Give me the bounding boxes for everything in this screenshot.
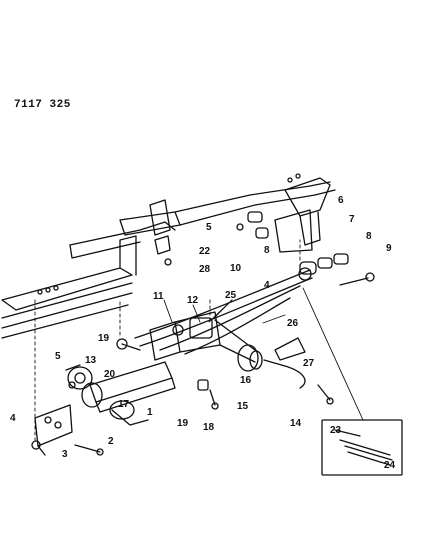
callout-9: 9 xyxy=(386,243,392,254)
callout-7: 7 xyxy=(349,214,355,225)
callout-19b: 19 xyxy=(177,418,189,429)
frame-rail-left xyxy=(1,221,176,339)
leader-lines xyxy=(34,239,301,441)
callout-22: 22 xyxy=(199,246,211,257)
callout-27: 27 xyxy=(303,358,315,369)
spring-hanger-bracket xyxy=(274,173,331,253)
callout-15: 15 xyxy=(237,401,249,412)
callout-2: 2 xyxy=(108,436,114,447)
spring-plate xyxy=(274,337,306,361)
callout-11: 11 xyxy=(153,291,164,302)
callout-5: 5 xyxy=(55,351,61,362)
mount-bracket xyxy=(34,404,73,456)
crossmember xyxy=(119,181,336,255)
callout-16: 16 xyxy=(240,375,252,386)
callout-4b: 4 xyxy=(264,280,270,291)
callout-19: 19 xyxy=(98,333,110,344)
callout-26: 26 xyxy=(287,318,299,329)
callout-23: 23 xyxy=(330,425,342,436)
axle-assembly xyxy=(149,311,306,389)
callout-18: 18 xyxy=(203,422,215,433)
callout-24: 24 xyxy=(384,460,396,471)
callout-13: 13 xyxy=(85,355,97,366)
fasteners xyxy=(31,258,334,456)
callout-28: 28 xyxy=(199,264,211,275)
callout-4: 4 xyxy=(10,413,16,424)
callout-12: 12 xyxy=(187,295,199,306)
callout-5b: 5 xyxy=(206,222,212,233)
callout-10: 10 xyxy=(230,263,242,274)
spring-eye-bushing xyxy=(65,364,93,390)
shackle-hardware xyxy=(236,211,375,286)
callout-8: 8 xyxy=(264,245,270,256)
callout-20: 20 xyxy=(104,369,116,380)
callout-1: 1 xyxy=(147,407,153,418)
callout-14: 14 xyxy=(290,418,302,429)
callout-17: 17 xyxy=(118,399,130,410)
callout-6: 6 xyxy=(338,195,344,206)
callout-8b: 8 xyxy=(366,231,372,242)
callout-3: 3 xyxy=(62,449,68,460)
figure-number: 7117 325 xyxy=(14,99,71,111)
callout-lines xyxy=(163,287,364,421)
inset-detail xyxy=(321,419,403,476)
leaf-spring xyxy=(134,267,313,355)
shock-absorber xyxy=(81,361,176,426)
callout-25: 25 xyxy=(225,290,237,301)
